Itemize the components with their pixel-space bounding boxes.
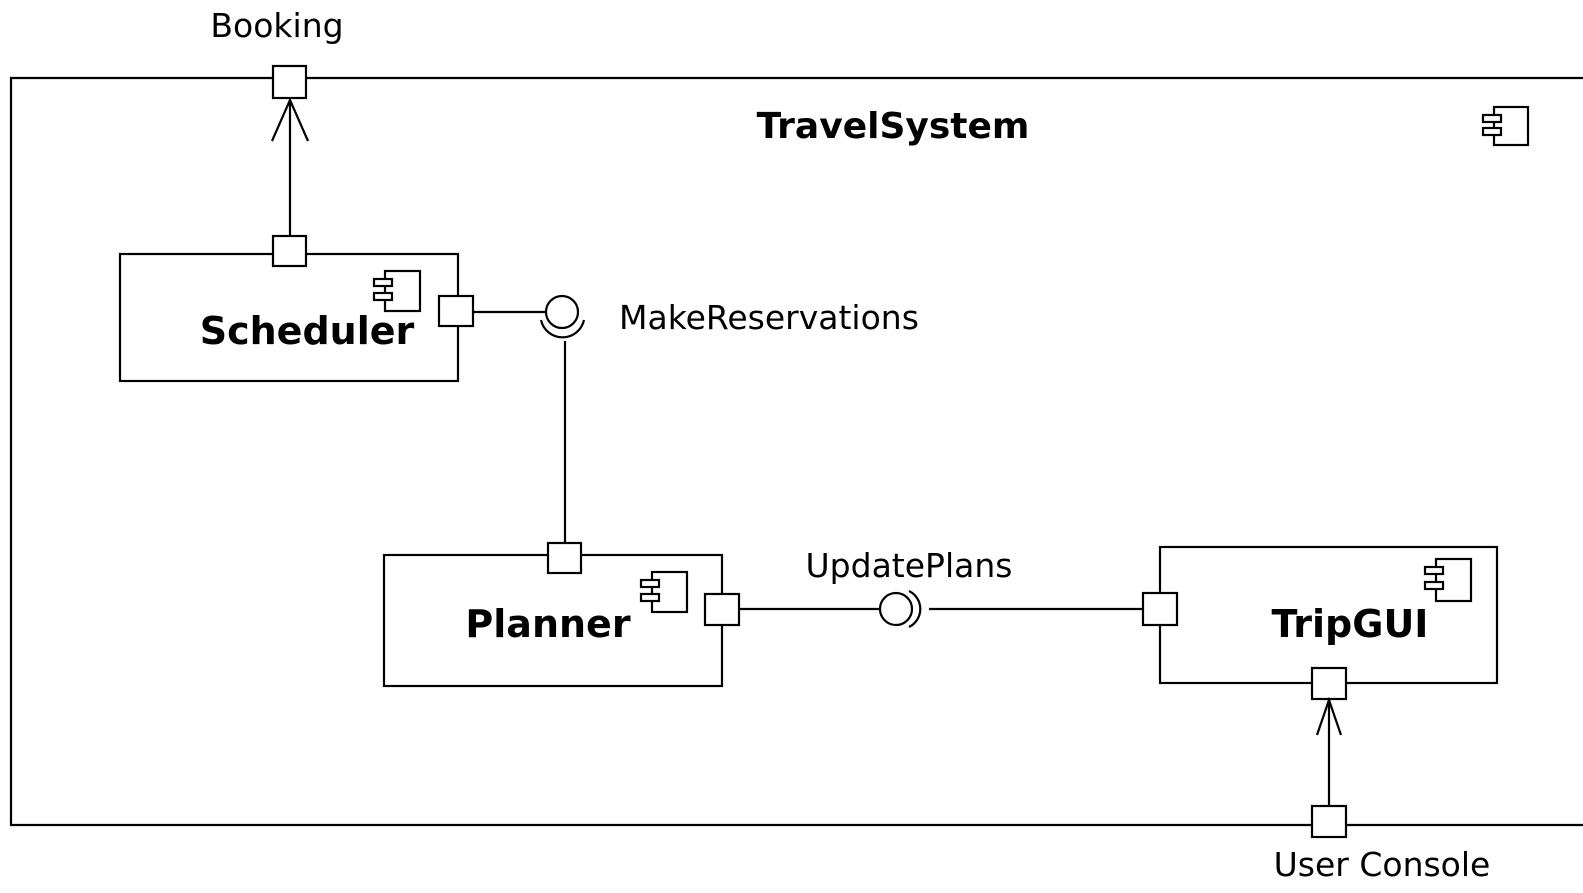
update-plans-label: UpdatePlans [806,546,1013,585]
make-reservations-connector [473,294,586,543]
system-title: TravelSystem [757,106,1030,147]
scheduler-component-icon [372,269,422,313]
user-console-port-label: User Console [1274,845,1491,884]
make-reservations-label: MakeReservations [619,298,919,337]
tripgui-left-port [1141,591,1179,627]
planner-name: Planner [465,602,630,646]
planner-component: Planner [382,541,741,688]
system-boundary [9,76,1583,827]
update-plans-connector [739,590,1143,628]
scheduler-component: Scheduler [118,234,475,383]
tripgui-component: TripGUI [1141,545,1499,701]
system-component-icon [1481,105,1530,147]
planner-component-icon [639,570,689,614]
booking-dependency-arrow [270,97,310,236]
tripgui-component-icon [1423,557,1473,603]
booking-port [271,64,308,100]
scheduler-name: Scheduler [200,309,415,353]
scheduler-top-port [271,234,308,268]
tripgui-bottom-port [1310,666,1348,701]
scheduler-right-port [437,294,475,328]
tripgui-name: TripGUI [1272,602,1429,646]
user-console-dependency-arrow [1315,696,1343,806]
user-console-port [1310,804,1348,839]
booking-port-label: Booking [210,6,343,45]
planner-top-port [546,541,583,575]
planner-right-port [703,592,741,627]
